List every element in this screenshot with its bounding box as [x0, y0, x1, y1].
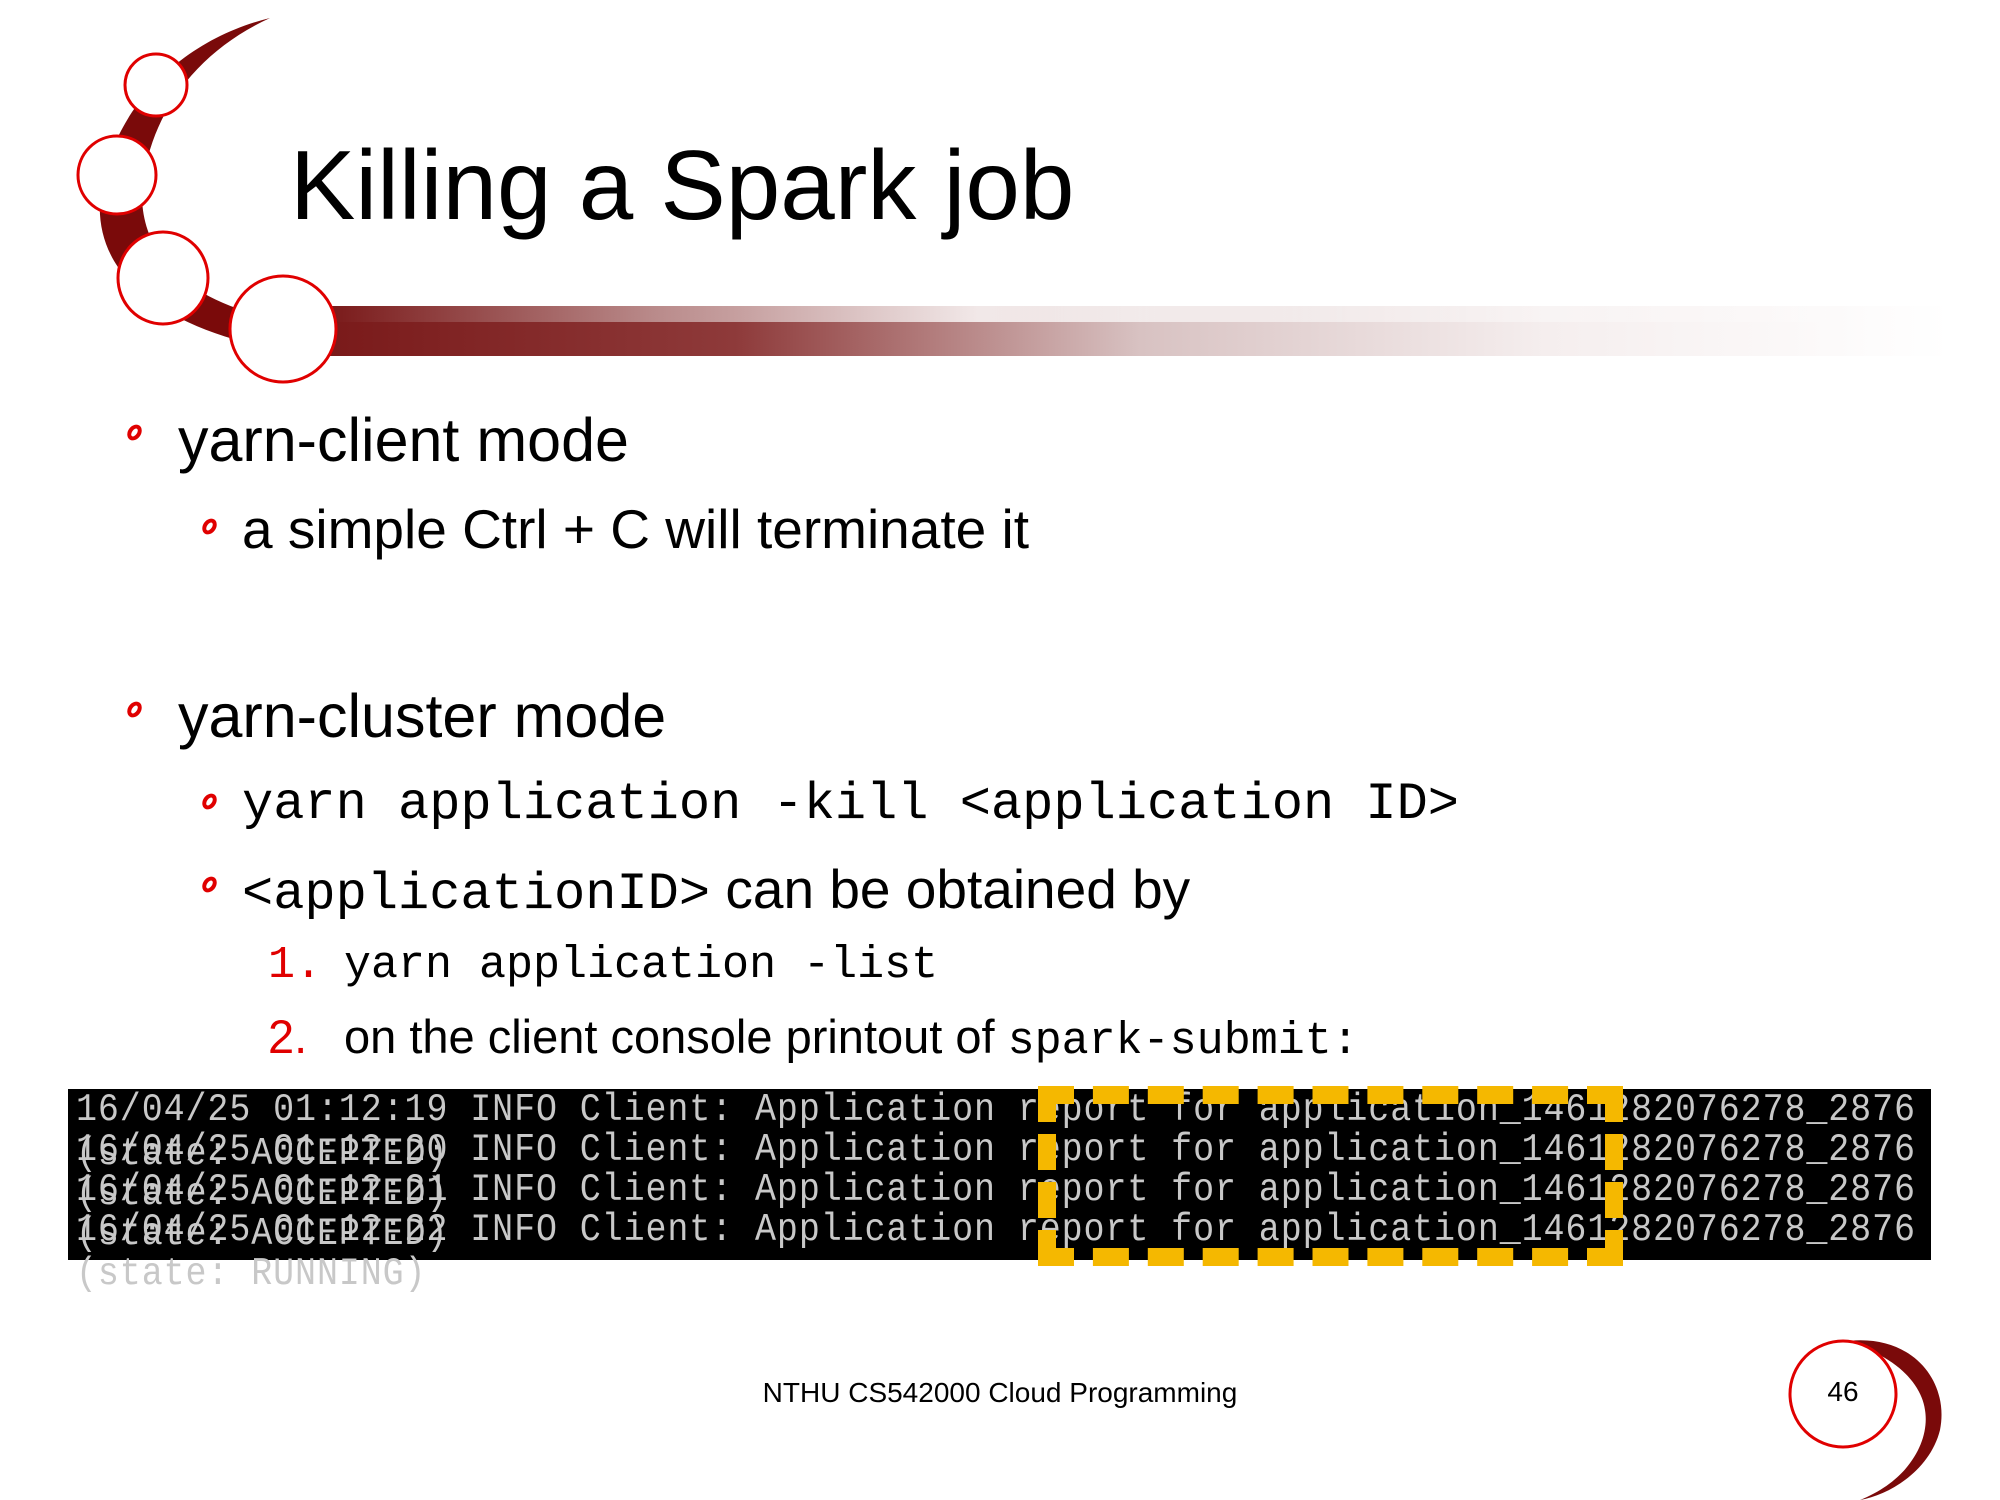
bullet-icon — [199, 515, 220, 538]
bullet-yarn-cluster: yarn-cluster mode — [178, 682, 667, 750]
application-id-code: <applicationID> — [242, 865, 711, 924]
slide-title: Killing a Spark job — [290, 130, 1075, 240]
list-item-yarn-list: yarn application -list — [344, 940, 939, 991]
sub-bullet-kill-command: yarn application -kill <application ID> — [242, 775, 1459, 834]
list-number-1: 1. — [268, 940, 323, 991]
console-printout-text: on the client console printout of — [344, 1010, 1008, 1063]
application-id-highlight-box — [1038, 1086, 1623, 1266]
console-output: 16/04/25 01:12:19 INFO Client: Applicati… — [68, 1088, 1931, 1296]
spark-submit-code: spark-submit: — [1007, 1016, 1359, 1067]
page-number: 46 — [1827, 1376, 1859, 1407]
application-id-text: can be obtained by — [710, 858, 1191, 920]
header-decoration-large-circle — [228, 274, 338, 384]
bullet-yarn-client: yarn-client mode — [178, 406, 629, 474]
sub-bullet-application-id: <applicationID> can be obtained by — [242, 857, 1190, 927]
list-number-2: 2. — [268, 1010, 308, 1063]
bullet-icon — [124, 698, 145, 721]
list-item-console-printout: on the client console printout of spark-… — [344, 1010, 1359, 1069]
footer-course-name: NTHU CS542000 Cloud Programming — [762, 1377, 1238, 1408]
bullet-icon — [199, 790, 220, 813]
bullet-icon — [124, 421, 145, 444]
header-decoration-circles — [76, 18, 280, 350]
console-line: 16/04/25 01:12:22 INFO Client: Applicati… — [76, 1208, 1916, 1296]
bullet-icon — [199, 873, 220, 896]
page-number-decoration — [1788, 1339, 1942, 1500]
title-underline-bar — [330, 306, 1950, 356]
sub-bullet-ctrl-c: a simple Ctrl + C will terminate it — [242, 498, 1029, 560]
